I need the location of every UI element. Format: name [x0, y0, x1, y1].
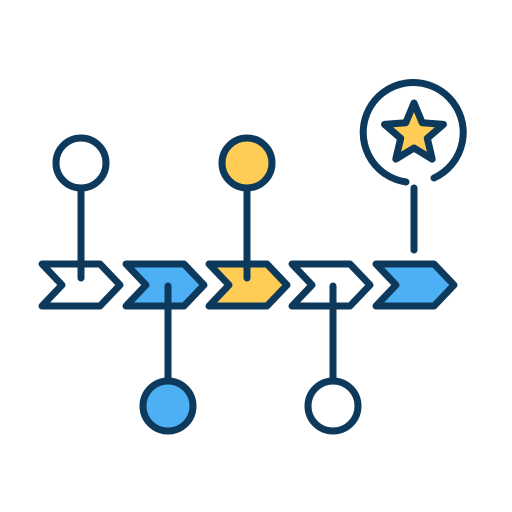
milestone-4-pin-head — [304, 377, 362, 435]
milestone-3-pin-head — [218, 134, 276, 192]
milestone-2-pin-head — [139, 377, 197, 435]
marker-row — [52, 79, 467, 435]
step-1-chevron — [38, 260, 124, 310]
milestone-1-pin — [52, 134, 110, 282]
milestone-2-pin — [139, 282, 197, 435]
milestone-4-pin — [304, 282, 362, 435]
milestone-5-star-badge — [359, 79, 467, 254]
milestone-1-pin-head — [52, 134, 110, 192]
step-3-chevron — [205, 260, 291, 310]
star-badge-ring — [359, 79, 467, 186]
chevron-row — [38, 260, 458, 310]
milestone-3-pin — [218, 134, 276, 282]
step-5-chevron — [372, 260, 458, 310]
star-icon — [381, 99, 447, 163]
